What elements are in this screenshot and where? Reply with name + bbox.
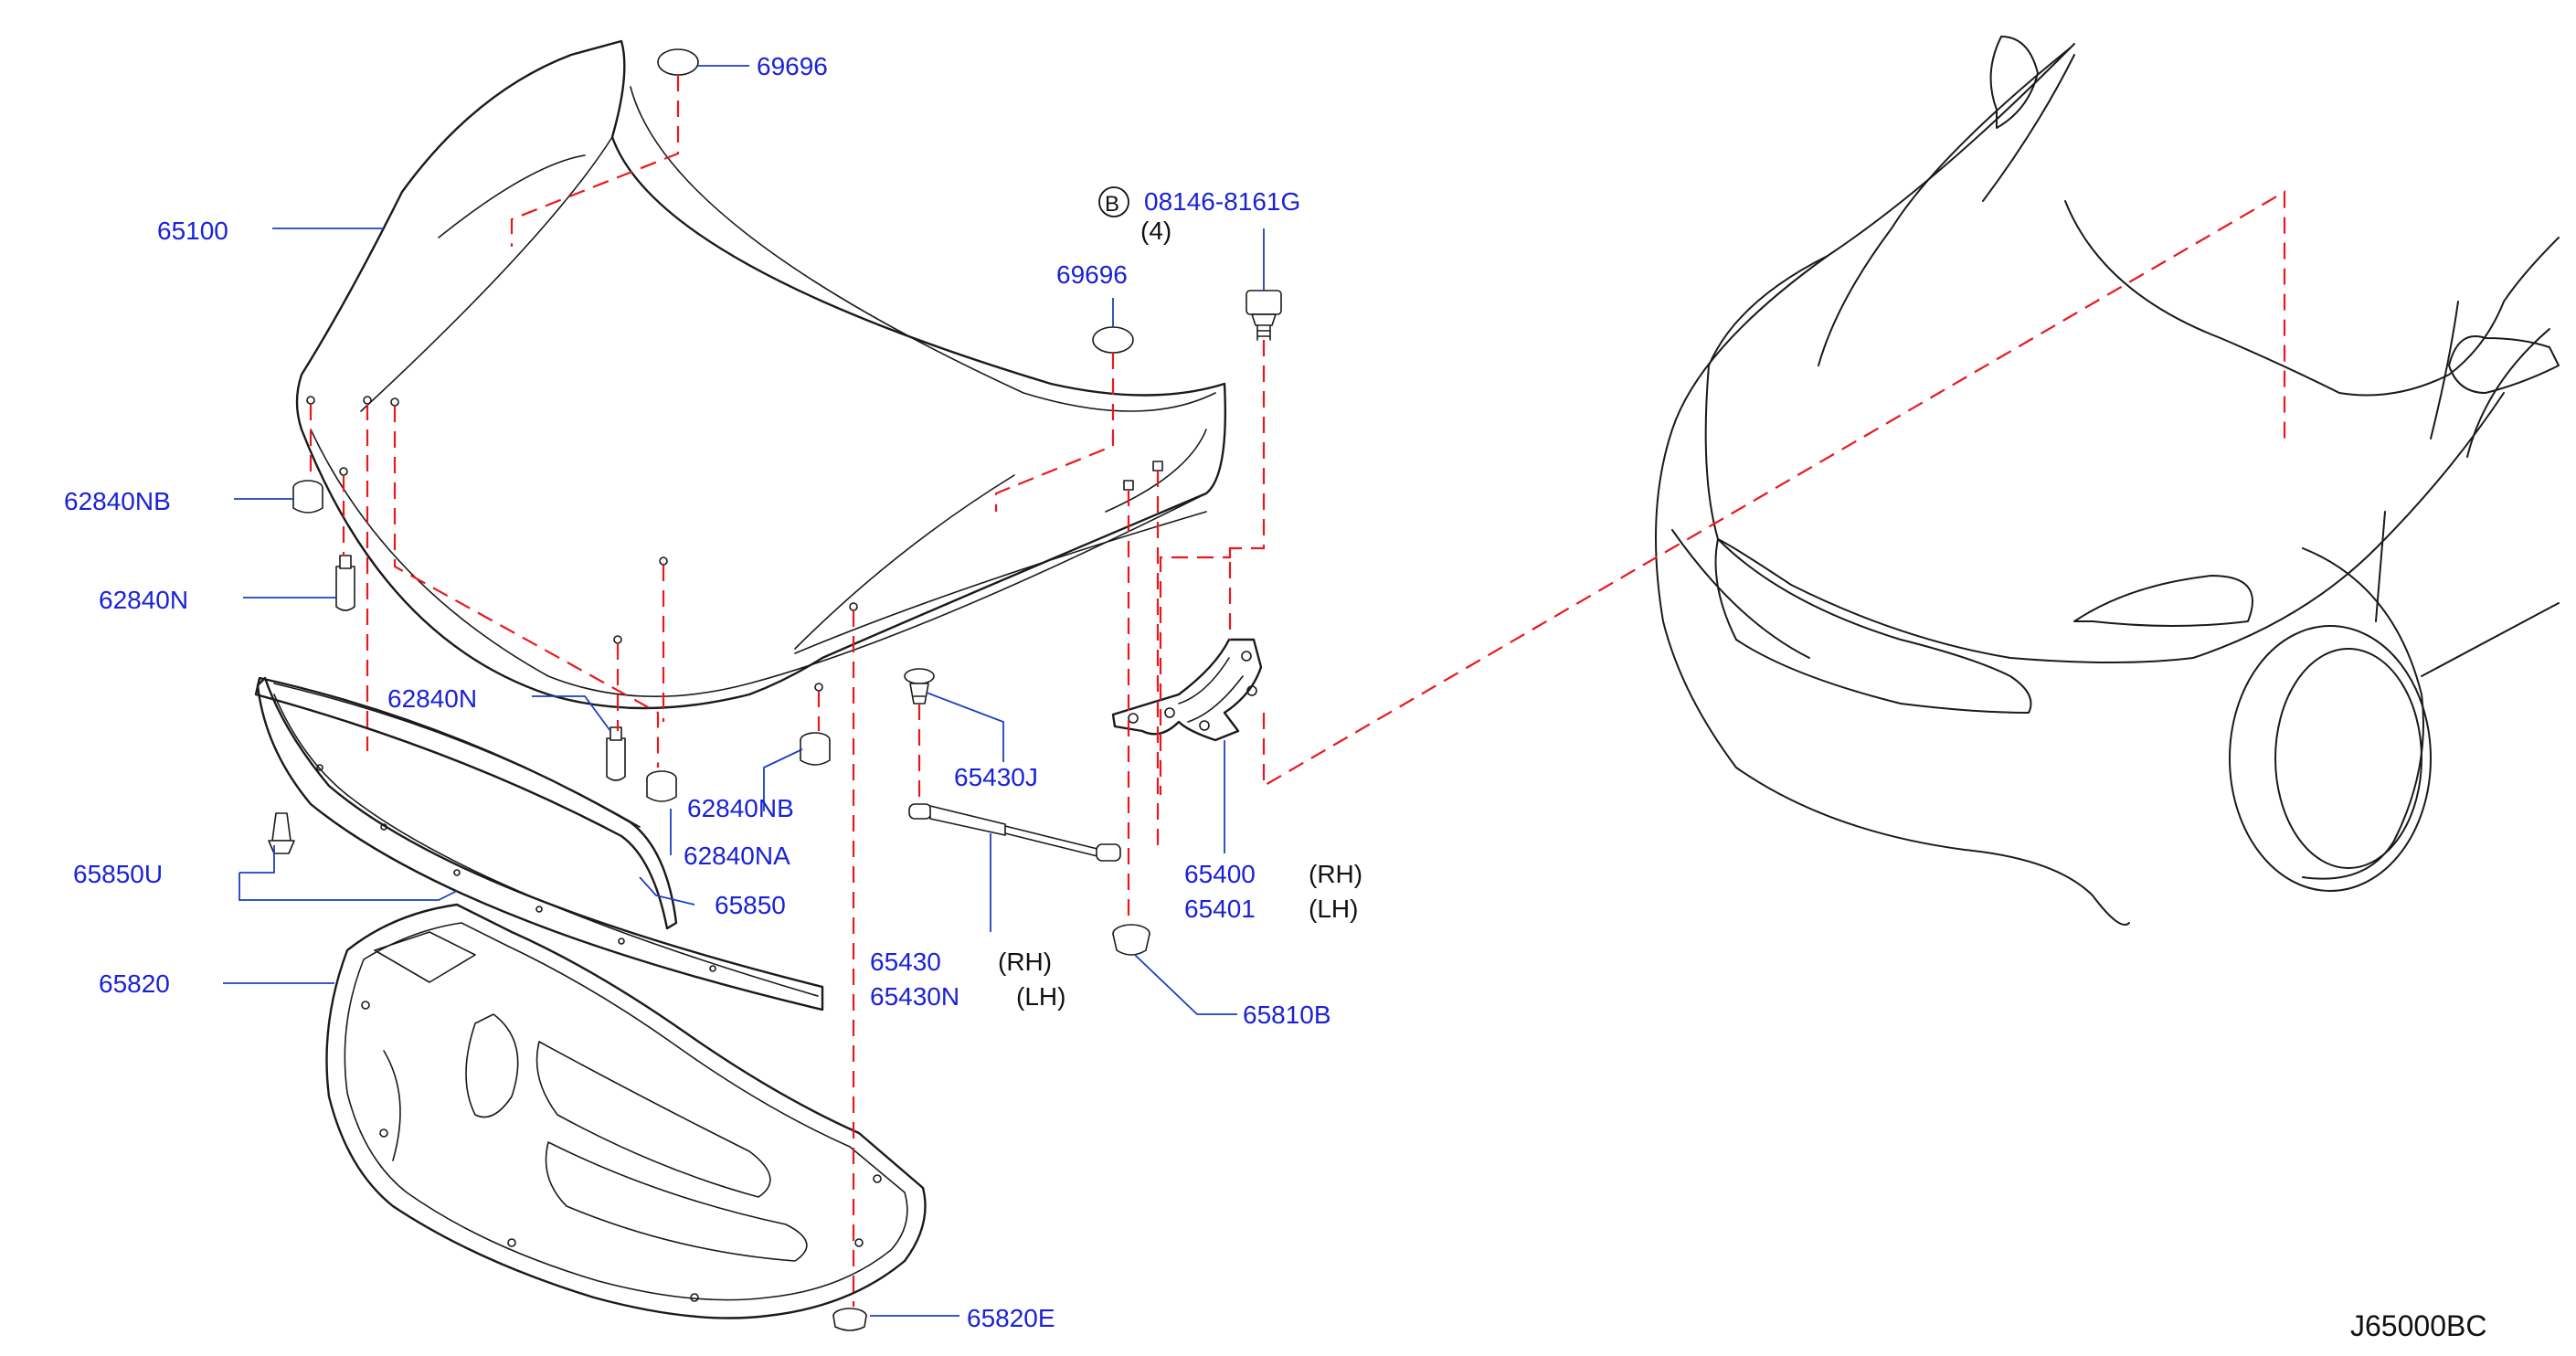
part-number-labels: 65100 69696 B 08146-8161G (4) 69696 6284… — [64, 52, 1362, 1332]
label-65850: 65850 — [715, 891, 786, 919]
label-65400-side: (RH) — [1309, 860, 1362, 888]
hood-seal — [254, 676, 678, 930]
label-65430J: 65430J — [954, 763, 1038, 791]
diagram-code: J65000BC — [2350, 1309, 2486, 1342]
bumper-62840NA — [646, 770, 677, 802]
label-62840N-left: 62840N — [99, 586, 188, 614]
label-65430N: 65430N — [870, 982, 959, 1011]
hood-stay-rod — [908, 803, 1121, 862]
label-69696-mid: 69696 — [1056, 260, 1128, 289]
hood-hinge — [1111, 638, 1263, 742]
label-65400: 65400 — [1184, 860, 1256, 888]
label-bolt-prefix: B — [1105, 192, 1119, 217]
label-62840N-mid: 62840N — [387, 684, 477, 713]
label-65430: 65430 — [870, 948, 941, 976]
label-62840NB-mid: 62840NB — [687, 794, 794, 822]
label-65100: 65100 — [157, 217, 228, 245]
grommet-69696-mid — [1092, 326, 1134, 354]
label-65820: 65820 — [99, 969, 170, 998]
hood-panel — [295, 39, 1227, 710]
clip-65850U — [268, 812, 295, 854]
label-69696-top: 69696 — [757, 52, 828, 80]
label-08146-8161G: 08146-8161G — [1144, 187, 1300, 216]
label-65810B: 65810B — [1243, 1001, 1331, 1029]
bumper-62840NB-left — [292, 480, 323, 514]
label-65430-side: (RH) — [998, 948, 1052, 976]
label-62840NA: 62840NA — [684, 842, 790, 870]
label-65401: 65401 — [1184, 895, 1256, 923]
label-bolt-qty: (4) — [1140, 217, 1171, 245]
clip-65820E — [832, 1308, 867, 1331]
bumper-62840NB-mid — [800, 732, 831, 766]
bumper-62840N-left — [335, 555, 355, 611]
hood-stay-clip — [904, 668, 935, 704]
bolt-icon — [1246, 290, 1282, 341]
label-65820E: 65820E — [967, 1304, 1055, 1332]
clip-65810B — [1112, 924, 1150, 956]
label-62840NB-left: 62840NB — [64, 487, 171, 515]
bumper-62840N-mid — [606, 726, 626, 781]
hood-insulator — [325, 903, 927, 1319]
label-65430N-side: (LH) — [1016, 982, 1065, 1011]
label-65850U: 65850U — [73, 860, 163, 888]
vehicle-front-sketch — [1655, 36, 2560, 926]
front-seal-strip — [256, 676, 824, 1012]
bolt-symbol-circle — [1098, 186, 1129, 217]
leader-lines — [223, 65, 1265, 1317]
label-65401-side: (LH) — [1309, 895, 1358, 923]
assembly-dashed-lines — [309, 75, 2286, 1307]
grommet-69696-top — [657, 48, 699, 76]
